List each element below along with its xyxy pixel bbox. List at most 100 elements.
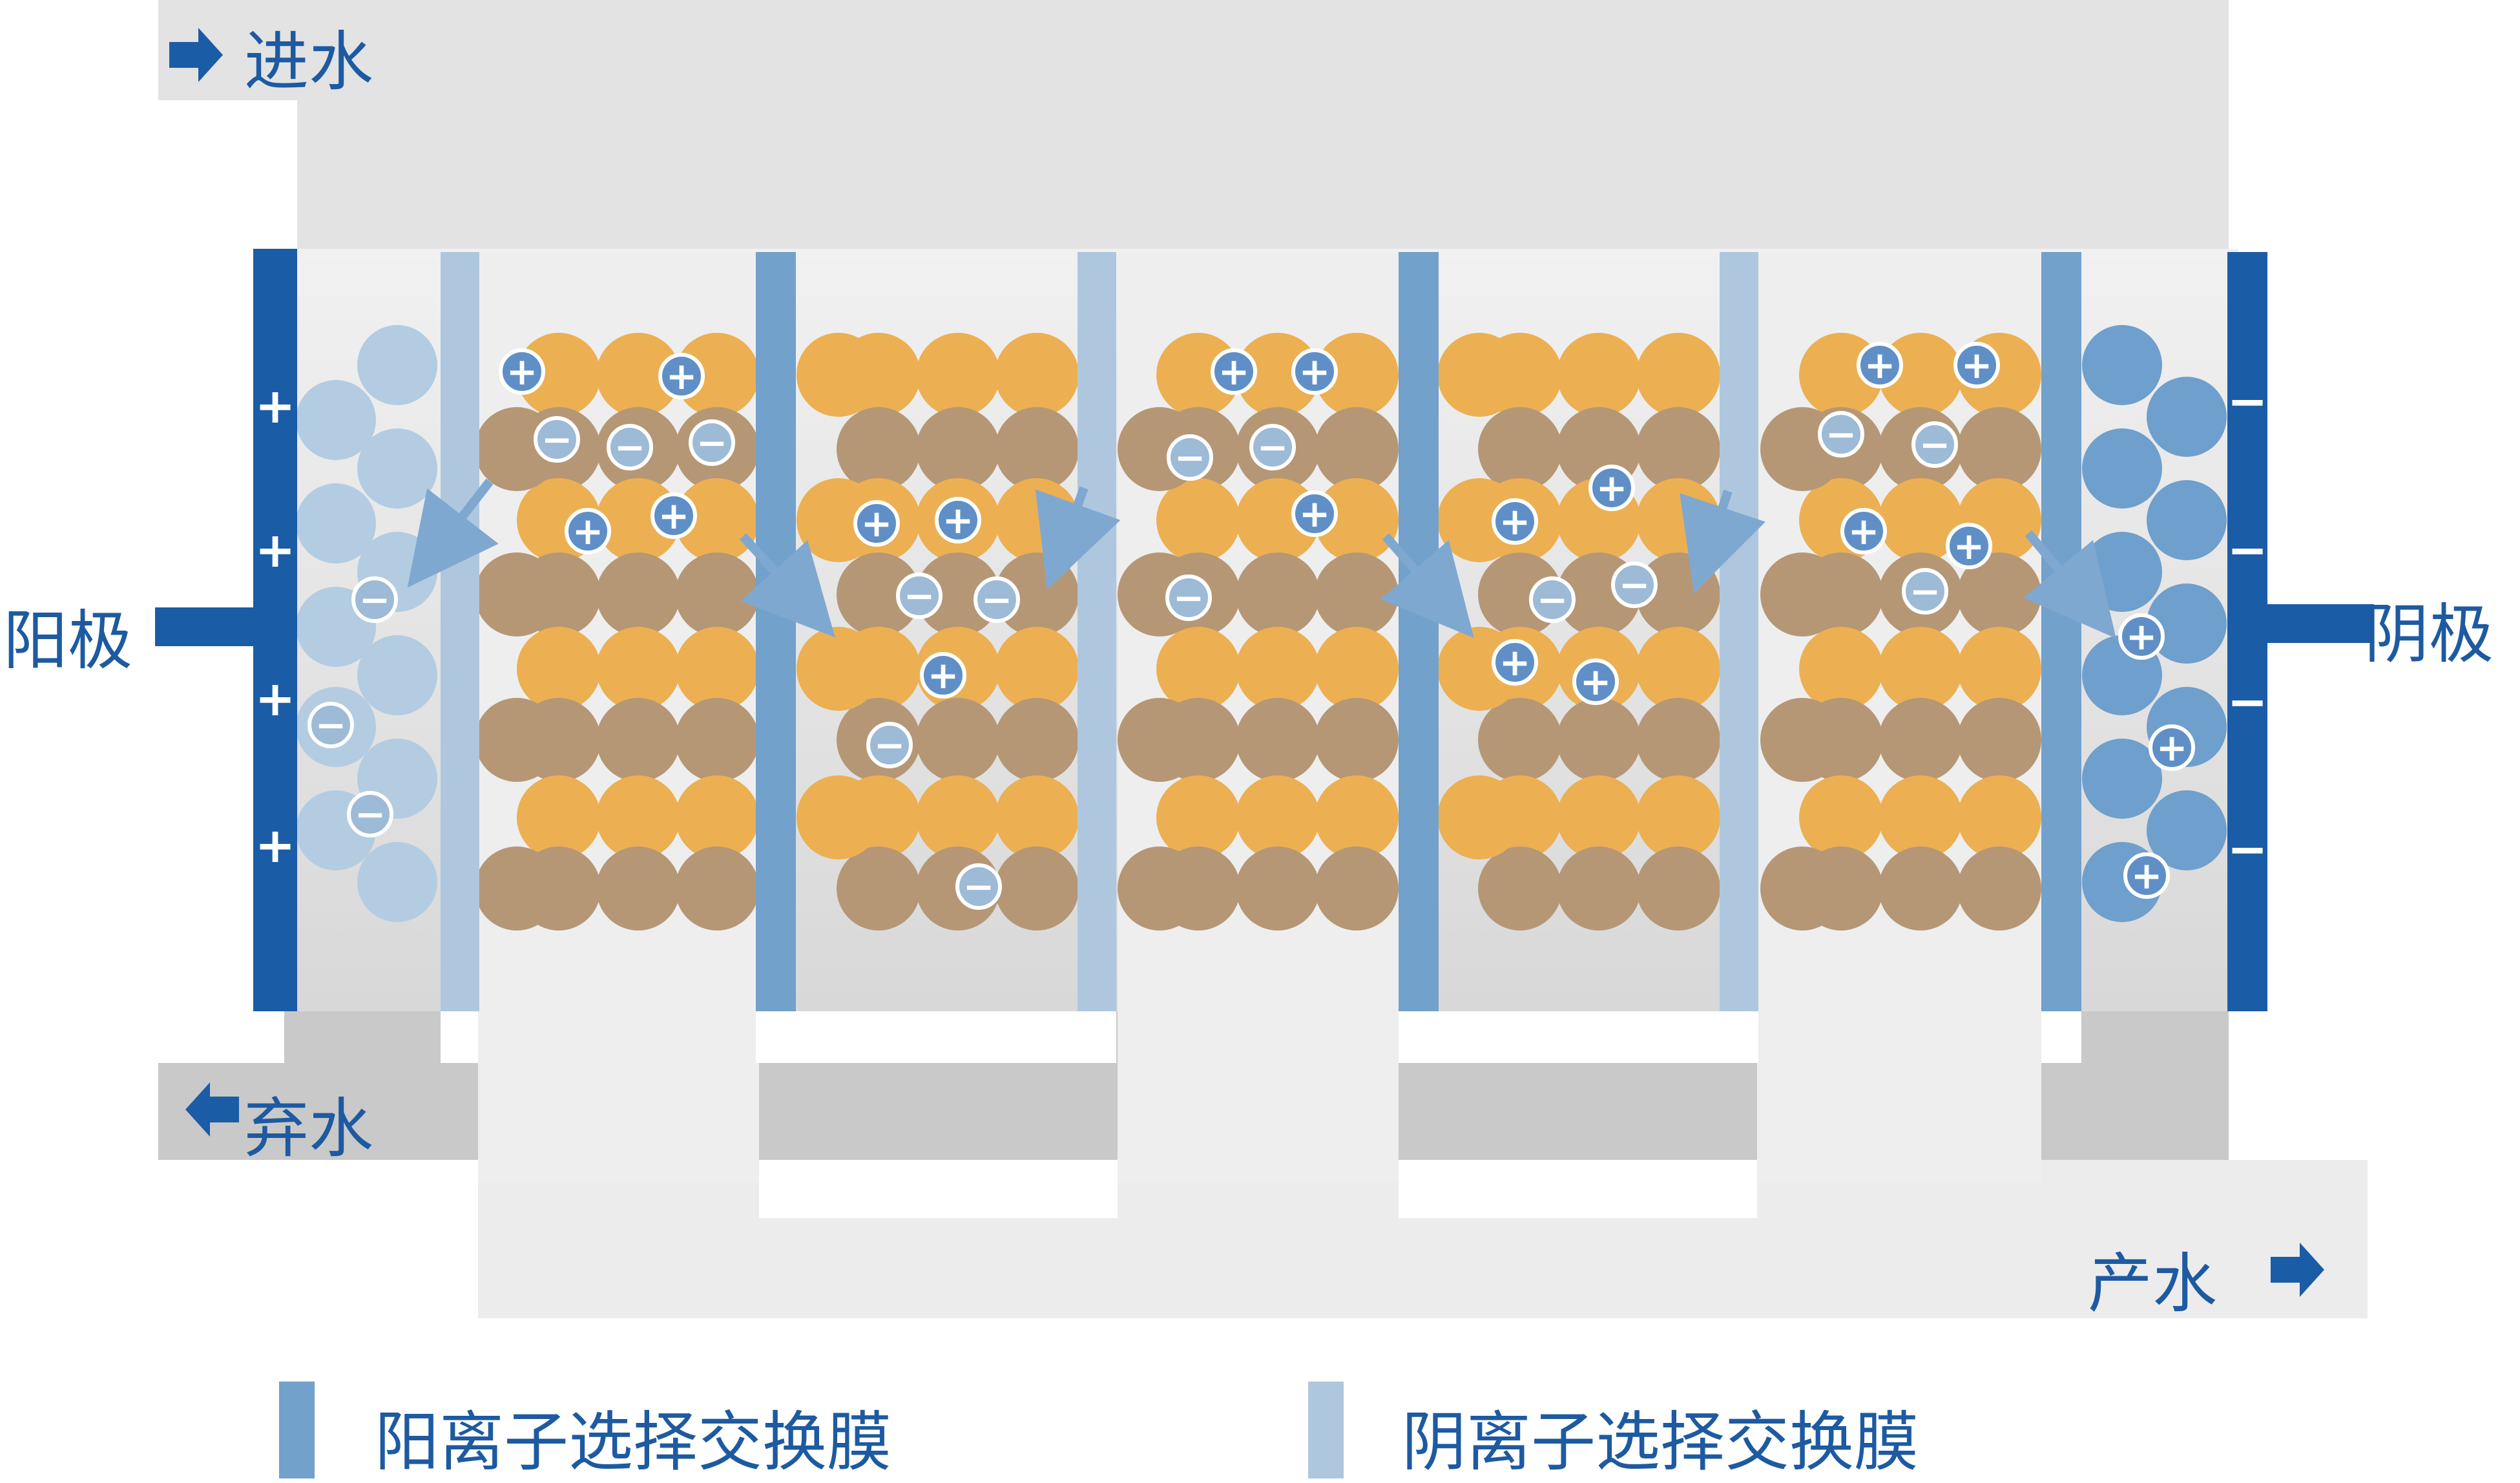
ion-sign: − xyxy=(981,578,1013,622)
ion-sign: − xyxy=(355,792,386,836)
membrane-gap-4 xyxy=(1399,1011,1439,1063)
resin-bead xyxy=(916,552,1000,636)
resin-bead xyxy=(596,698,680,782)
migration-arrow-icon xyxy=(1035,486,1121,590)
ion-sign: − xyxy=(315,703,347,747)
resin-bead xyxy=(1156,627,1240,711)
resin-bead xyxy=(1557,847,1641,931)
ion-sign: − xyxy=(904,574,935,618)
cathode-sign: − xyxy=(2227,521,2268,578)
resin-bead xyxy=(1315,775,1399,859)
resin-bead xyxy=(1636,627,1720,711)
resin-bead xyxy=(1236,552,1320,636)
ion-circle xyxy=(658,353,705,399)
anion-ion-icon: − xyxy=(1529,576,1576,623)
anode-sign: + xyxy=(255,377,296,434)
cathode-sign: − xyxy=(2227,673,2268,730)
ion-circle xyxy=(565,508,611,554)
ion-circle xyxy=(689,419,735,466)
migration-arrow-icon xyxy=(1680,489,1765,594)
resin-bead xyxy=(675,775,759,859)
ion-sign: + xyxy=(1299,350,1331,394)
resin-bead xyxy=(1879,698,1963,782)
ion-sign: − xyxy=(1537,578,1568,622)
anode-sign: + xyxy=(255,670,296,727)
anode-chamber-bead xyxy=(357,635,437,715)
resin-bead xyxy=(1636,775,1720,859)
anode-chamber-bead xyxy=(357,428,437,509)
cathode-chamber-bead xyxy=(2082,325,2162,405)
product-gap-2 xyxy=(1399,1160,1757,1218)
ion-circle xyxy=(1857,342,1903,388)
cation-ion-icon: + xyxy=(658,353,705,399)
resin-bead xyxy=(1315,333,1399,417)
anion-ion-icon: − xyxy=(351,576,398,623)
resin-bead xyxy=(675,627,759,711)
resin-bead xyxy=(1236,775,1320,859)
resin-bead xyxy=(1799,775,1883,859)
resin-bead xyxy=(675,847,759,931)
cation-membrane-1 xyxy=(756,252,796,1011)
ion-sign: + xyxy=(1499,500,1531,543)
cathode-chamber-bead xyxy=(2147,480,2227,560)
ion-circle xyxy=(534,416,580,463)
resin-bead xyxy=(1957,552,2041,636)
resin-bead xyxy=(1957,407,2041,491)
resin-bead xyxy=(916,698,1000,782)
ion-circle xyxy=(974,576,1020,623)
membrane-gap-2 xyxy=(756,1011,796,1063)
ion-sign: − xyxy=(696,421,728,465)
migration-arrow-icon xyxy=(2023,530,2116,639)
reject-arrow-icon xyxy=(185,1082,239,1137)
resin-bead xyxy=(995,627,1079,711)
anode-chamber-bead xyxy=(296,483,376,563)
cation-ion-icon: + xyxy=(1492,639,1538,686)
resin-bead xyxy=(1957,627,2041,711)
anode-chamber-bead xyxy=(357,842,437,922)
resin-bead xyxy=(596,775,680,859)
resin-bead xyxy=(1760,847,1844,931)
ion-sign: + xyxy=(506,350,538,394)
anode-chamber-bead xyxy=(296,380,376,460)
ion-circle xyxy=(607,424,653,470)
resin-bead xyxy=(475,698,559,782)
anion-ion-icon: − xyxy=(896,573,942,619)
ion-circle xyxy=(1249,424,1296,470)
resin-bead xyxy=(837,552,921,636)
anion-ion-icon: − xyxy=(1902,568,1948,615)
cation-ion-icon: + xyxy=(1953,342,2000,388)
ion-circle xyxy=(1492,639,1538,686)
resin-bead xyxy=(517,627,601,711)
resin-bead xyxy=(1636,333,1720,417)
migration-arrow-icon xyxy=(407,478,499,588)
anion-membrane-2 xyxy=(1078,252,1116,1011)
cation-ion-icon: + xyxy=(1572,658,1619,705)
ion-circle xyxy=(651,492,697,539)
anion-membrane-6 xyxy=(441,252,479,1011)
resin-bead xyxy=(1636,847,1720,931)
anode-electrode xyxy=(253,249,297,1011)
ion-circle xyxy=(866,722,913,768)
cathode-electrode xyxy=(2227,252,2267,1011)
cation-membrane-5 xyxy=(2041,252,2081,1011)
ion-sign: − xyxy=(1919,423,1951,467)
resin-bead xyxy=(1315,407,1399,491)
ion-circle xyxy=(1611,562,1658,608)
cation-ion-icon: + xyxy=(1291,490,1338,537)
cathode-chamber-bead xyxy=(2082,428,2162,509)
ion-sign: + xyxy=(942,498,974,542)
resin-bead xyxy=(1957,847,2041,931)
resin-bead xyxy=(1636,698,1720,782)
resin-bead xyxy=(1760,552,1844,636)
anion-ion-icon: − xyxy=(347,791,393,837)
anode-label: 阳极 xyxy=(3,603,132,678)
ion-circle xyxy=(1572,658,1619,705)
cation-ion-icon: + xyxy=(935,497,981,543)
resin-bead xyxy=(1557,698,1641,782)
anion-ion-icon: − xyxy=(534,416,580,463)
anion-ion-icon: − xyxy=(1818,411,1864,458)
ion-sign: + xyxy=(2131,854,2163,898)
cathode-chamber-bead xyxy=(2082,532,2162,612)
reject-gap-2 xyxy=(1399,1011,1757,1063)
resin-bead xyxy=(797,333,880,417)
